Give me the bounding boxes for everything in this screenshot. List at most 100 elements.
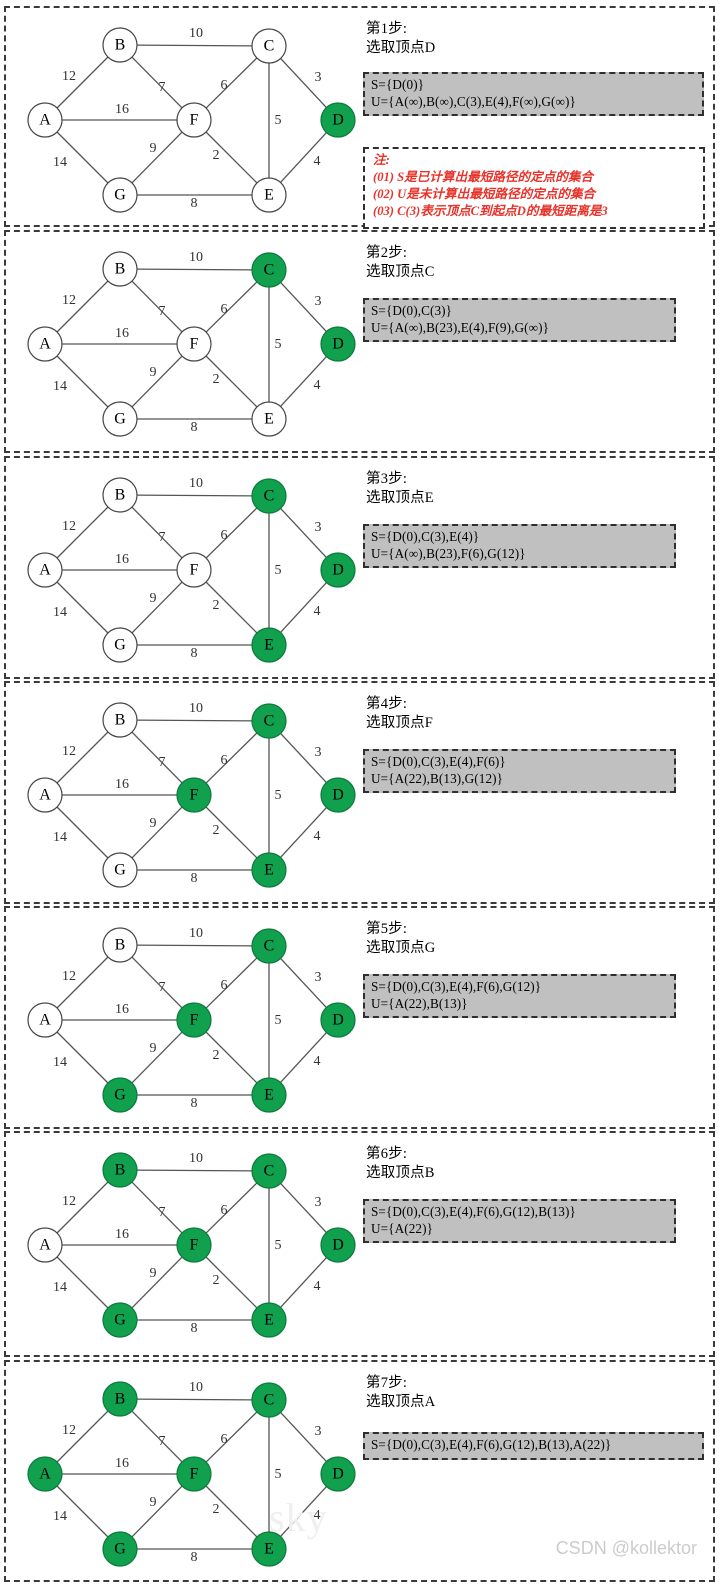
node-A[interactable]: A: [27, 1227, 63, 1263]
edge-D-E: [280, 1486, 327, 1537]
edge-B-F: [131, 56, 183, 109]
node-D[interactable]: D: [320, 777, 356, 813]
node-F[interactable]: F: [176, 1456, 212, 1492]
edge-A-B: [56, 1410, 109, 1463]
node-B[interactable]: B: [102, 27, 138, 63]
edge-weight-CF: 6: [221, 302, 228, 317]
node-D[interactable]: D: [320, 102, 356, 138]
node-G[interactable]: G: [102, 401, 138, 437]
edge-weight-DE: 4: [314, 1508, 321, 1523]
node-B[interactable]: B: [102, 1152, 138, 1188]
node-circle-A: [27, 1002, 63, 1038]
node-E[interactable]: E: [251, 1302, 287, 1338]
node-G[interactable]: G: [102, 1302, 138, 1338]
edge-B-C: [136, 44, 253, 47]
node-label-C: C: [264, 1392, 275, 1409]
node-B[interactable]: B: [102, 927, 138, 963]
node-label-F: F: [190, 1012, 199, 1029]
node-F[interactable]: F: [176, 552, 212, 588]
node-D[interactable]: D: [320, 1456, 356, 1492]
node-E[interactable]: E: [251, 627, 287, 663]
node-circle-B: [102, 1381, 138, 1417]
node-F[interactable]: F: [176, 102, 212, 138]
node-label-B: B: [115, 712, 126, 729]
node-G[interactable]: G: [102, 1077, 138, 1113]
node-circle-D: [320, 1456, 356, 1492]
node-A[interactable]: A: [27, 102, 63, 138]
edge-B-C: [136, 719, 253, 722]
node-label-F: F: [190, 562, 199, 579]
edge-D-E: [280, 807, 327, 858]
node-E[interactable]: E: [251, 1531, 287, 1567]
node-label-E: E: [264, 1087, 274, 1104]
edge-weight-AB: 12: [62, 519, 76, 534]
node-F[interactable]: F: [176, 326, 212, 362]
edge-weight-GE: 8: [191, 646, 198, 661]
node-C[interactable]: C: [251, 1153, 287, 1189]
node-label-A: A: [39, 336, 51, 353]
node-circle-A: [27, 102, 63, 138]
node-label-C: C: [264, 1163, 275, 1180]
edge-weight-AG: 14: [53, 605, 67, 620]
node-C[interactable]: C: [251, 28, 287, 64]
node-B[interactable]: B: [102, 477, 138, 513]
node-E[interactable]: E: [251, 1077, 287, 1113]
set-box-5: S={D(0),C(3),E(4),F(6),G(12)} U={A(22),B…: [363, 974, 676, 1018]
node-A[interactable]: A: [27, 1456, 63, 1492]
node-circle-B: [102, 927, 138, 963]
node-D[interactable]: D: [320, 326, 356, 362]
node-F[interactable]: F: [176, 1227, 212, 1263]
node-C[interactable]: C: [251, 928, 287, 964]
node-circle-G: [102, 627, 138, 663]
node-label-E: E: [264, 862, 274, 879]
step-title-7: 第7步: 选取顶点A: [366, 1375, 436, 1410]
node-C[interactable]: C: [251, 703, 287, 739]
node-D[interactable]: D: [320, 552, 356, 588]
node-E[interactable]: E: [251, 852, 287, 888]
node-D[interactable]: D: [320, 1002, 356, 1038]
node-B[interactable]: B: [102, 702, 138, 738]
node-B[interactable]: B: [102, 1381, 138, 1417]
edge-B-C: [136, 494, 253, 497]
edge-F-G: [131, 1031, 183, 1084]
node-A[interactable]: A: [27, 777, 63, 813]
node-F[interactable]: F: [176, 1002, 212, 1038]
node-G[interactable]: G: [102, 177, 138, 213]
node-G[interactable]: G: [102, 852, 138, 888]
edge-weight-CE: 5: [275, 337, 282, 352]
edge-C-D: [280, 1411, 327, 1463]
edge-F-G: [131, 131, 183, 184]
edge-weight-BC: 10: [189, 26, 203, 41]
edge-F-E: [205, 355, 258, 408]
node-label-C: C: [264, 488, 275, 505]
node-D[interactable]: D: [320, 1227, 356, 1263]
node-A[interactable]: A: [27, 1002, 63, 1038]
edge-C-F: [205, 957, 258, 1009]
node-A[interactable]: A: [27, 552, 63, 588]
edge-weight-AB: 12: [62, 744, 76, 759]
node-G[interactable]: G: [102, 1531, 138, 1567]
edge-weight-GE: 8: [191, 420, 198, 435]
node-A[interactable]: A: [27, 326, 63, 362]
node-C[interactable]: C: [251, 1382, 287, 1418]
edge-B-C: [136, 268, 253, 271]
node-label-G: G: [114, 1087, 126, 1104]
node-label-D: D: [332, 562, 344, 579]
node-C[interactable]: C: [251, 478, 287, 514]
node-label-G: G: [114, 187, 126, 204]
node-E[interactable]: E: [251, 401, 287, 437]
node-C[interactable]: C: [251, 252, 287, 288]
node-E[interactable]: E: [251, 177, 287, 213]
node-G[interactable]: G: [102, 627, 138, 663]
edge-F-E: [205, 1256, 258, 1309]
edge-B-F: [131, 506, 183, 559]
node-F[interactable]: F: [176, 777, 212, 813]
node-B[interactable]: B: [102, 251, 138, 287]
node-circle-C: [251, 703, 287, 739]
node-label-G: G: [114, 862, 126, 879]
